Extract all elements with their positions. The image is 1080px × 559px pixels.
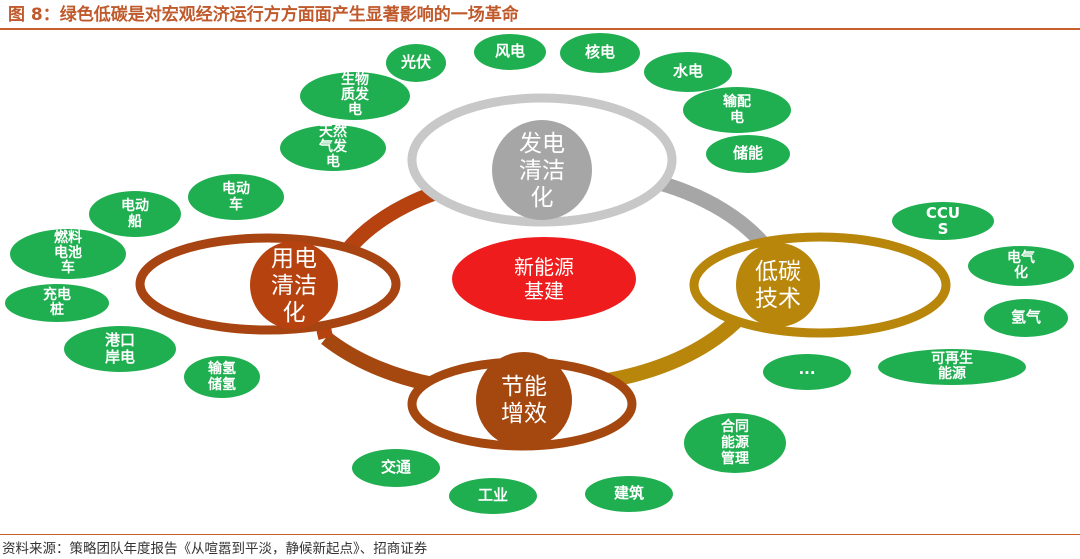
leaf-pill-shuqing bbox=[184, 356, 260, 398]
leaf-label-hetong: 合同能源管理 bbox=[721, 419, 749, 467]
leaf-label-tianranqi: 天然气发电 bbox=[319, 124, 347, 170]
hub-disc-efficiency bbox=[476, 352, 572, 448]
leaf-label-diandongche: 电动车 bbox=[222, 181, 250, 213]
center-disc bbox=[452, 237, 636, 321]
leaf-pill-gangkou bbox=[64, 326, 176, 372]
leaf-pill-chuneng bbox=[706, 135, 790, 173]
leaf-pill-qingqi bbox=[984, 299, 1068, 337]
hub-label-consumption: 用电 清洁 化 bbox=[271, 246, 317, 326]
leaf-pill-dianqihua bbox=[968, 246, 1074, 286]
center-label: 新能源 基建 bbox=[514, 255, 574, 303]
leaf-pill-guangfu bbox=[386, 44, 446, 82]
leaf-pill-gongye bbox=[449, 478, 537, 514]
hub-label-lowcarbon: 低碳 技术 bbox=[755, 259, 801, 312]
leaf-pill-hedian bbox=[560, 33, 640, 73]
leaf-label-shuidian: 水电 bbox=[672, 62, 703, 80]
leaf-label-shuqing: 输氢储氢 bbox=[208, 361, 236, 393]
leaf-pill-fengdian bbox=[474, 34, 546, 70]
leaf-label-fengdian: 风电 bbox=[494, 42, 525, 60]
leaf-pill-shengwuzhi bbox=[300, 72, 410, 120]
leaf-pill-ranliaodianchi bbox=[10, 229, 126, 279]
hub-disc-generation bbox=[492, 120, 592, 220]
title-divider bbox=[0, 28, 1080, 30]
leaf-pill-shupeidian bbox=[683, 87, 791, 133]
leaf-label-diandongchuan: 电动船 bbox=[121, 198, 149, 230]
leaf-label-hedian: 核电 bbox=[584, 43, 615, 61]
hub-disc-consumption bbox=[250, 241, 338, 329]
leaf-label-jiaotong: 交通 bbox=[380, 458, 411, 476]
leaf-label-gangkou: 港口岸电 bbox=[104, 331, 135, 366]
leaf-label-gongye: 工业 bbox=[477, 486, 508, 504]
hub-label-efficiency: 节能 增效 bbox=[501, 374, 547, 427]
leaf-label-chuneng: 储能 bbox=[732, 144, 763, 162]
footer-divider bbox=[0, 534, 1080, 535]
leaf-label-chongdianzhuang: 充电桩 bbox=[43, 287, 71, 318]
leaf-label-qingqi: 氢气 bbox=[1010, 308, 1041, 326]
hub-label-generation: 发电 清洁 化 bbox=[519, 131, 565, 211]
leaf-label-guangfu: 光伏 bbox=[400, 53, 431, 71]
hub-disc-lowcarbon bbox=[736, 243, 820, 327]
leaf-pill-shuidian bbox=[644, 52, 732, 92]
leaf-pill-chongdianzhuang bbox=[5, 284, 109, 322]
leaf-label-shengwuzhi: 生物质发电 bbox=[341, 72, 369, 118]
leaf-pill-hetong bbox=[684, 413, 786, 473]
leaf-label-shupeidian: 输配电 bbox=[723, 94, 751, 126]
leaf-label-ellipsis: ... bbox=[798, 360, 816, 378]
figure-title: 图 8：绿色低碳是对宏观经济运行方方面面产生显著影响的一场革命 bbox=[8, 5, 519, 25]
leaf-pill-ccus bbox=[892, 202, 994, 240]
leaf-pill-jianzhu bbox=[585, 476, 673, 512]
source-note: 资料来源：策略团队年度报告《从喧嚣到平淡，静候新起点》、招商证券 bbox=[2, 541, 428, 557]
leaf-pill-diandongchuan bbox=[89, 191, 181, 237]
leaf-label-kezaisheng: 可再生能源 bbox=[931, 351, 973, 382]
leaf-label-dianqihua: 电气化 bbox=[1007, 250, 1035, 281]
leaf-pill-tianranqi bbox=[280, 125, 386, 171]
leaf-pill-diandongche bbox=[188, 174, 284, 220]
leaf-pill-ellipsis bbox=[763, 354, 851, 390]
leaf-pill-kezaisheng bbox=[878, 349, 1026, 385]
leaf-label-jianzhu: 建筑 bbox=[613, 484, 644, 502]
leaf-label-ranliaodianchi: 燃料电池车 bbox=[54, 230, 82, 276]
leaf-pill-jiaotong bbox=[352, 449, 440, 487]
